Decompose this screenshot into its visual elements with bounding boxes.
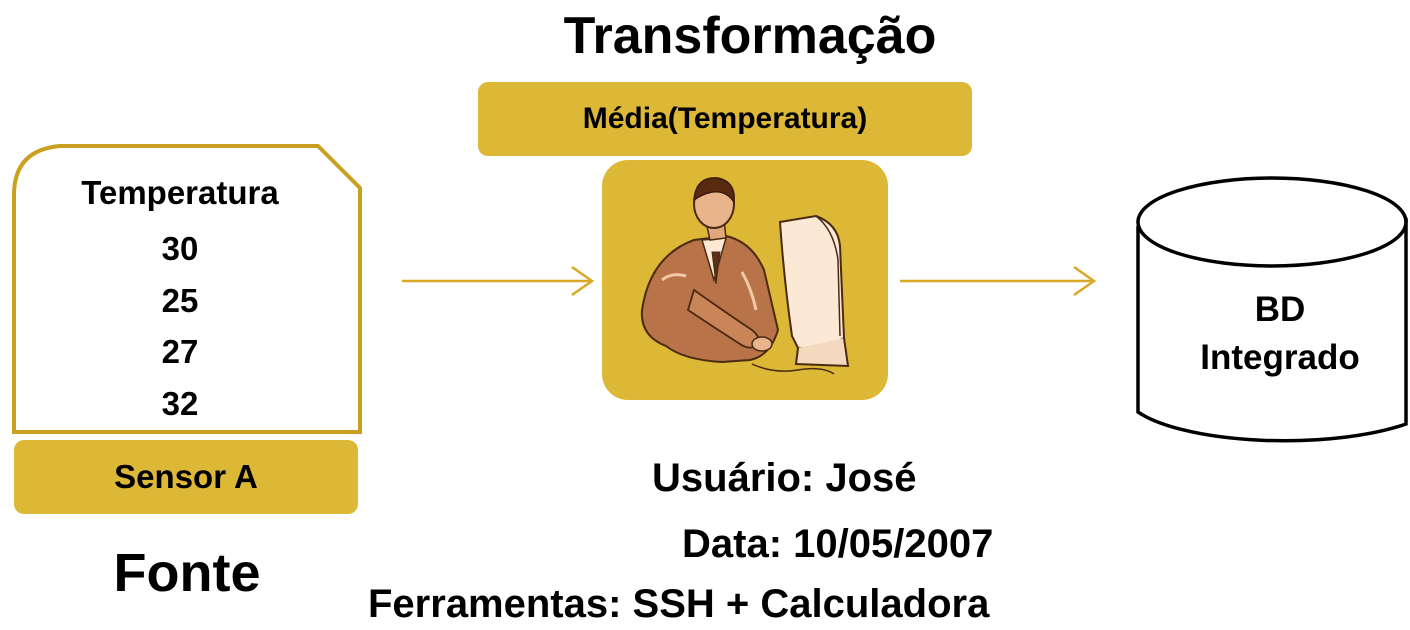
sensor-label: Sensor A bbox=[114, 458, 258, 495]
process-label: Média(Temperatura) bbox=[582, 102, 868, 135]
source-value-2: 25 bbox=[161, 282, 199, 319]
process-label-box: Média(Temperatura) bbox=[478, 82, 972, 156]
metadata-tools: Ferramentas: SSH + Calculadora bbox=[368, 582, 990, 626]
person-at-computer-icon bbox=[640, 177, 850, 375]
database-label-line1: BD bbox=[1254, 290, 1306, 329]
source-column-header: Temperatura bbox=[81, 174, 279, 211]
source-value-4: 32 bbox=[161, 385, 199, 422]
database-label-line2: Integrado bbox=[1200, 338, 1360, 377]
source-caption: Fonte bbox=[113, 543, 261, 603]
metadata-date: Data: 10/05/2007 bbox=[682, 522, 994, 566]
arrow-source-to-process bbox=[402, 265, 595, 297]
metadata-user: Usuário: José bbox=[652, 456, 917, 500]
source-value-3: 27 bbox=[161, 333, 199, 370]
sensor-label-box: Sensor A bbox=[14, 440, 358, 514]
diagram-title: Transformação bbox=[563, 7, 937, 65]
source-document-shape bbox=[12, 144, 362, 434]
source-value-1: 30 bbox=[161, 230, 199, 267]
database-cylinder-icon bbox=[1136, 176, 1408, 443]
arrow-process-to-target bbox=[900, 265, 1097, 297]
process-illustration-box bbox=[602, 160, 888, 400]
